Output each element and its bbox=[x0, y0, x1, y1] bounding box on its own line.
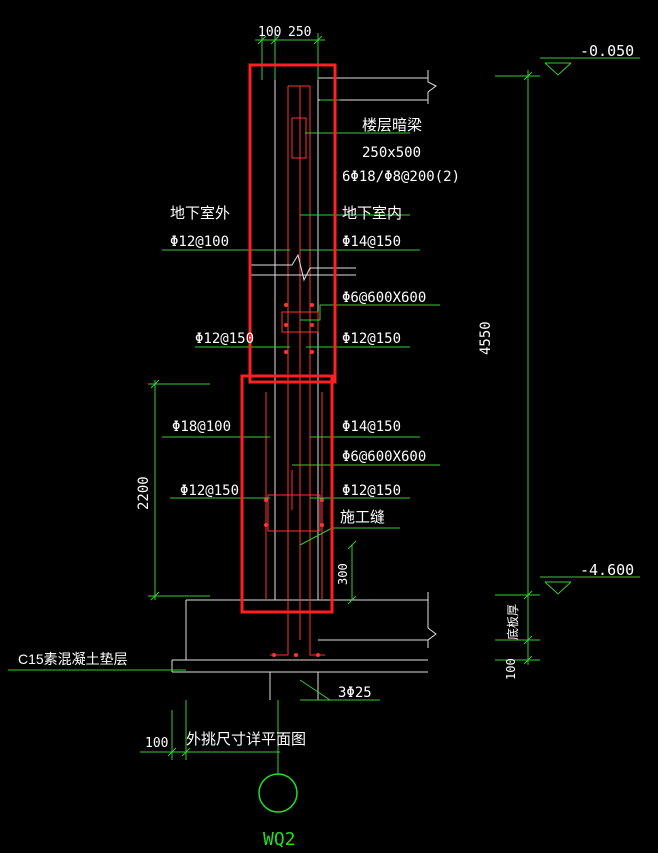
toe-note: 外挑尺寸详平面图 bbox=[186, 731, 306, 748]
footing-thickness-label: 底板厚 bbox=[505, 604, 520, 640]
rebar-upper-outer: Φ12@100 bbox=[170, 234, 229, 250]
beam-title: 楼层暗梁 bbox=[362, 117, 422, 134]
dimension-lines bbox=[140, 33, 640, 775]
dim-toe-100: 100 bbox=[145, 736, 168, 751]
beam-rebar: 6Φ18/Φ8@200(2) bbox=[342, 169, 460, 185]
rebar-lower-tie: Φ6@600X600 bbox=[342, 449, 426, 465]
construction-joint-label: 施工缝 bbox=[340, 509, 385, 526]
beam-size: 250x500 bbox=[362, 145, 421, 161]
rebar-mid-inner: Φ12@150 bbox=[342, 331, 401, 347]
label-inner-side: 地下室内 bbox=[342, 205, 402, 222]
elevation-bottom: -4.600 bbox=[580, 561, 634, 579]
rebar-low-inner: Φ12@150 bbox=[342, 483, 401, 499]
dim-footing-100: 100 bbox=[504, 658, 518, 680]
cushion-label: C15素混凝土垫层 bbox=[18, 651, 128, 667]
dim-top-100: 100 bbox=[258, 25, 281, 40]
rebar-dots bbox=[264, 303, 324, 657]
footing-bars-label: 3Φ25 bbox=[338, 685, 372, 701]
elevation-top: -0.050 bbox=[580, 42, 634, 60]
dim-300: 300 bbox=[336, 563, 350, 585]
rebar-low-outer: Φ12@150 bbox=[180, 483, 239, 499]
break-symbol bbox=[250, 253, 356, 282]
highlight-box-lower bbox=[240, 374, 334, 614]
axis-circle bbox=[258, 773, 298, 813]
concrete-outline bbox=[171, 70, 437, 700]
axis-label: WQ2 bbox=[263, 829, 296, 850]
dim-4550: 4550 bbox=[478, 321, 494, 355]
rebar-upper-inner: Φ14@150 bbox=[342, 234, 401, 250]
rebar-mid-outer: Φ12@150 bbox=[195, 331, 254, 347]
label-outer-side: 地下室外 bbox=[170, 205, 230, 222]
dim-top-250: 250 bbox=[288, 25, 311, 40]
rebar-upper-tie: Φ6@600X600 bbox=[342, 290, 426, 306]
highlight-box-upper bbox=[248, 63, 337, 384]
rebar-lower-inner: Φ14@150 bbox=[342, 419, 401, 435]
dim-2200: 2200 bbox=[136, 476, 152, 510]
rebar-lower-outer: Φ18@100 bbox=[172, 419, 231, 435]
